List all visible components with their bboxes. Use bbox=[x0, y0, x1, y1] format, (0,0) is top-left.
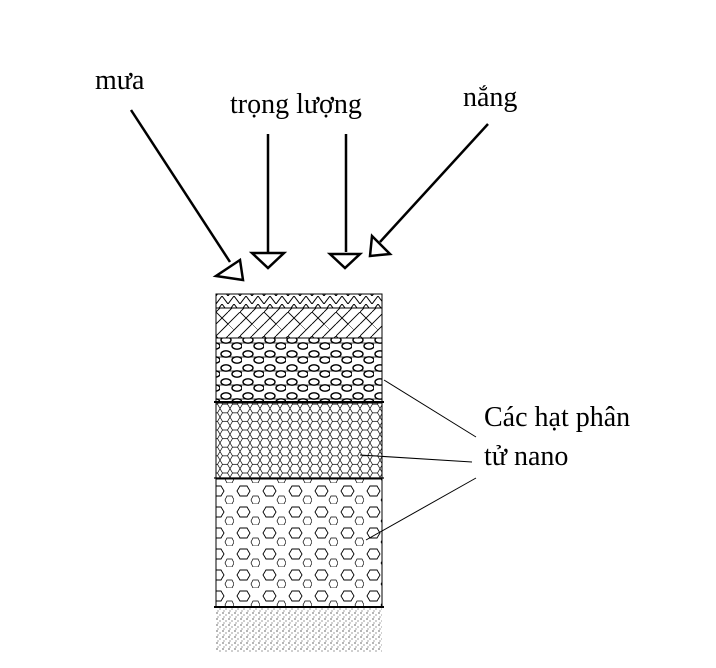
leader-line-bottom bbox=[365, 477, 477, 541]
nano-particles-label-line2: tử nano bbox=[484, 441, 569, 472]
leader-line-middle bbox=[359, 454, 473, 463]
soil-column bbox=[214, 293, 384, 652]
nano-leader-lines bbox=[359, 379, 477, 541]
nano-particles-label-line1: Các hạt phân bbox=[484, 402, 631, 433]
layer-sparse-hex bbox=[215, 478, 383, 608]
layer-fine-hex bbox=[215, 402, 383, 479]
layer-top-hatch bbox=[215, 293, 383, 309]
layer-sand bbox=[216, 608, 382, 652]
sun-label: nắng bbox=[463, 82, 518, 113]
rain-label: mưa bbox=[95, 65, 145, 96]
weight-label: trọng lượng bbox=[230, 89, 362, 120]
weight-arrow-right bbox=[326, 134, 364, 270]
layer-woven bbox=[215, 307, 383, 339]
sun-arrow bbox=[368, 123, 489, 258]
weight-arrow-left bbox=[248, 134, 288, 270]
layer-pebbles bbox=[215, 337, 383, 403]
leader-line-top bbox=[383, 379, 477, 438]
rain-arrow bbox=[129, 109, 245, 282]
